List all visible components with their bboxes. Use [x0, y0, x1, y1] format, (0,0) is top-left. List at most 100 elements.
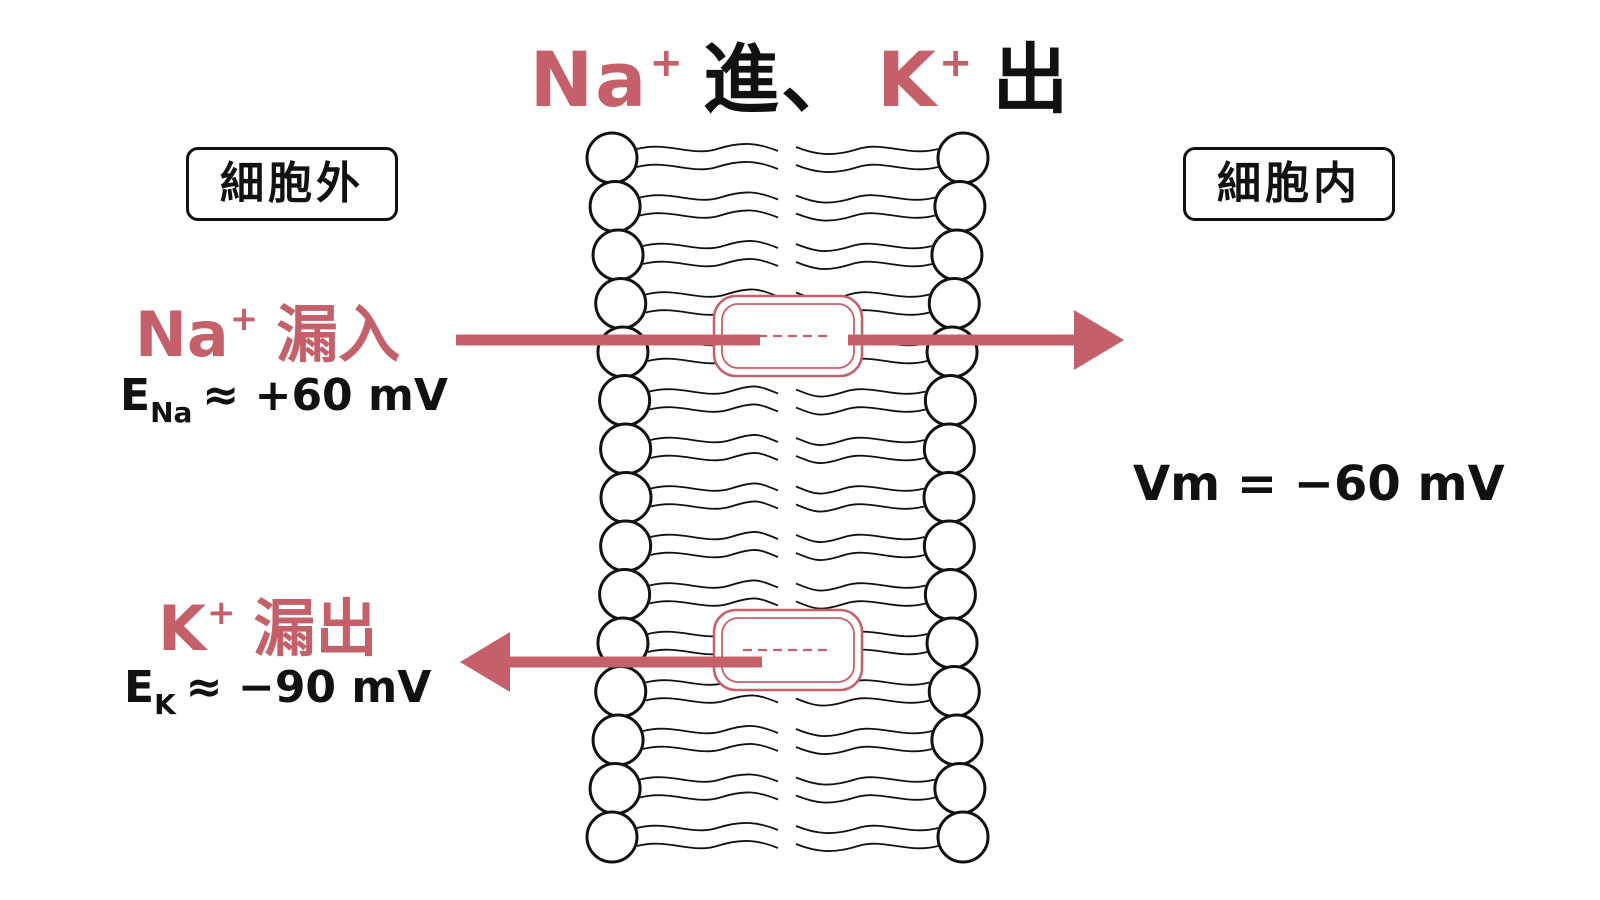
lipid-tail-inner — [795, 745, 933, 755]
lipid-head-inner — [933, 762, 987, 815]
lipid-head-outer — [599, 422, 653, 476]
lipid-tail-inner — [795, 533, 925, 543]
channel-group — [712, 294, 864, 692]
ek-subscript: K — [154, 688, 176, 721]
lipid-head-inner — [923, 568, 977, 621]
lipid-tail-outer — [649, 385, 779, 395]
k-ion-symbol: K — [158, 592, 207, 665]
lipid-head-inner — [930, 713, 984, 767]
lipid-head-outer — [585, 131, 639, 185]
k-ion-charge: + — [207, 593, 236, 633]
lipid-tail-inner — [795, 697, 930, 707]
inside-region-label: 細胞内 — [1183, 147, 1395, 221]
lipid-tail-outer — [636, 161, 779, 171]
na-arrowhead-icon — [1074, 310, 1124, 370]
lipid-tail-outer — [650, 531, 779, 541]
lipid-tail-inner — [795, 776, 936, 786]
lipid-tail-inner — [795, 551, 925, 561]
lipid-tail-outer — [649, 579, 779, 589]
lipid-head-inner — [923, 374, 977, 427]
title-verb-out: 出 — [992, 35, 1071, 124]
lipid-tail-outer — [636, 822, 779, 832]
title-na: Na — [529, 35, 649, 124]
lipid-tail-inner — [795, 454, 925, 464]
lipid-tail-outer — [650, 500, 779, 510]
membrane-potential-value: Vm = −60 mV — [1133, 456, 1505, 512]
lipid-head-outer — [598, 374, 652, 427]
ena-value: ≈ +60 mV — [202, 370, 448, 421]
ek-symbol: E — [124, 662, 155, 713]
lipid-head-outer — [594, 665, 648, 718]
lipid-tail-inner — [795, 503, 925, 513]
lipid-head-outer — [588, 762, 642, 815]
title-k-charge: + — [938, 40, 975, 86]
lipid-tail-outer — [650, 434, 779, 444]
lipid-tail-inner — [795, 727, 933, 737]
arrow-group — [456, 310, 1124, 692]
lipid-tail-inner — [795, 600, 926, 610]
lipid-head-outer — [594, 277, 648, 330]
lipid-head-outer — [591, 713, 645, 767]
lipid-tail-outer — [639, 209, 779, 219]
title-verb-in: 進、 — [702, 35, 859, 124]
k-arrowhead-icon — [460, 632, 510, 692]
lipid-tail-inner — [795, 212, 936, 222]
lipid-tail-inner — [795, 582, 926, 592]
lipid-tail-outer — [642, 258, 779, 268]
lipid-head-inner — [922, 519, 976, 573]
lipid-head-inner — [933, 180, 987, 233]
lipid-head-outer — [591, 228, 645, 282]
lipid-head-outer — [598, 568, 652, 621]
diagram-title: Na+進、K+出 — [0, 18, 1600, 128]
lipid-tail-inner — [795, 436, 925, 446]
lipid-tail-outer — [650, 482, 779, 492]
k-leak-channel-icon-inner — [721, 617, 855, 683]
outside-region-label: 細胞外 — [186, 147, 398, 221]
lipid-head-outer — [588, 180, 642, 233]
lipid-tail-inner — [795, 260, 933, 270]
phospholipid-bilayer-icon — [585, 131, 990, 864]
lipid-tail-outer — [636, 143, 779, 153]
lipid-tail-inner — [795, 194, 936, 204]
lipid-tail-outer — [645, 694, 779, 704]
ena-symbol: E — [120, 370, 151, 421]
lipid-tail-outer — [650, 452, 779, 462]
lipid-tail-inner — [795, 842, 939, 852]
lipid-head-inner — [930, 228, 984, 282]
lipid-tail-outer — [639, 791, 779, 801]
title-k: K — [876, 35, 938, 124]
lipid-head-inner — [927, 277, 981, 330]
na-ion-charge: + — [229, 299, 259, 339]
lipid-head-inner — [927, 665, 981, 718]
lipid-tail-inner — [795, 794, 936, 804]
lipid-tail-inner — [795, 388, 926, 398]
na-leak-label: Na+ 漏入 — [135, 284, 400, 374]
title-na-charge: + — [649, 40, 685, 86]
k-leak-text: 漏出 — [253, 592, 378, 665]
k-equilibrium-potential: EK ≈ −90 mV — [124, 662, 431, 721]
k-leak-label: K+ 漏出 — [158, 578, 378, 668]
lipid-head-inner — [922, 471, 976, 524]
lipid-head-inner — [922, 422, 976, 476]
na-ion-symbol: Na — [135, 298, 229, 371]
ek-value: ≈ −90 mV — [185, 662, 432, 713]
lipid-tail-outer — [650, 549, 779, 559]
ena-subscript: Na — [150, 396, 193, 429]
lipid-head-outer — [599, 519, 653, 573]
lipid-tail-inner — [795, 406, 926, 416]
lipid-tail-outer — [645, 288, 779, 298]
lipid-tail-inner — [795, 485, 925, 495]
lipid-tail-outer — [649, 403, 779, 413]
lipid-tail-outer — [642, 743, 779, 753]
lipid-head-inner — [936, 810, 990, 864]
lipid-head-outer — [585, 810, 639, 864]
lipid-tail-inner — [795, 824, 939, 834]
na-equilibrium-potential: ENa ≈ +60 mV — [120, 370, 448, 429]
lipid-tail-outer — [639, 773, 779, 783]
na-leak-text: 漏入 — [276, 298, 401, 371]
lipid-head-inner — [925, 616, 979, 670]
lipid-tail-outer — [639, 191, 779, 201]
lipid-tail-inner — [795, 163, 939, 173]
lipid-tail-outer — [642, 240, 779, 250]
